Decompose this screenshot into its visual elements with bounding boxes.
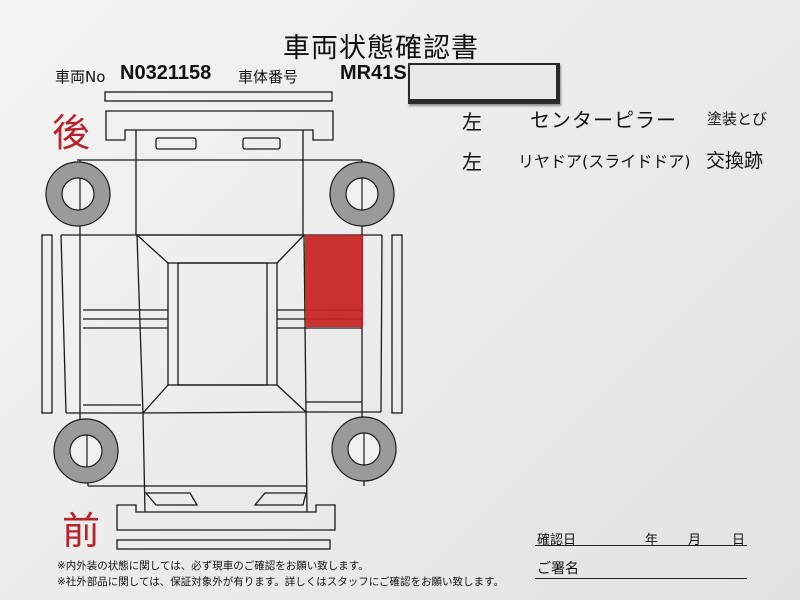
signature-label: ご署名 — [537, 561, 579, 577]
headlight-right — [253, 492, 307, 506]
vehicle-no-value: N0321158 — [120, 62, 212, 84]
chassis-label: 車体番号 — [238, 68, 299, 86]
year-label: 年 — [645, 533, 659, 548]
damage-part: リヤドア(スライドドア) — [518, 152, 691, 171]
rear-marker: 後 — [52, 111, 91, 155]
front-marker: 前 — [62, 509, 101, 553]
document-title: 車両状態確認書 — [283, 33, 479, 64]
footer-note: ※内外装の状態に関しては、必ず現車のご確認をお願い致します。 — [57, 560, 369, 572]
month-label: 月 — [688, 533, 702, 548]
tail-light-left — [155, 137, 197, 150]
side-molding-right — [391, 234, 403, 414]
redaction-tape — [408, 63, 560, 104]
signature-underline — [535, 578, 747, 579]
vehicle-no-label: 車両No — [55, 68, 106, 86]
rear-bumper-strip — [104, 91, 333, 102]
wheel-rear-left — [45, 161, 111, 227]
wheels — [45, 161, 397, 484]
headlight-left — [144, 492, 199, 506]
front-bumper-strip — [116, 539, 331, 550]
side-molding-left — [41, 234, 53, 414]
damage-part: センターピラー — [530, 108, 677, 132]
wheel-rear-right — [329, 161, 395, 227]
roof — [167, 262, 278, 386]
date-underline — [535, 545, 747, 546]
footer-note: ※社外部品に関しては、保証対象外が有ります。詳しくはスタッフにご確認をお願い致し… — [57, 576, 504, 588]
damage-condition: 交換跡 — [706, 150, 764, 172]
day-label: 日 — [732, 533, 746, 548]
tail-light-right — [242, 137, 281, 150]
wheel-front-left — [53, 418, 119, 484]
roof-outline — [136, 234, 307, 414]
damage-area-left-center-pillar — [305, 235, 363, 327]
damage-side: 左 — [462, 150, 482, 174]
wheel-front-right — [331, 416, 397, 482]
damage-side: 左 — [462, 110, 482, 134]
chassis-value: MR41S — [340, 62, 407, 84]
rear-bumper — [105, 110, 334, 141]
damage-condition: 塗装とび — [707, 110, 768, 128]
front-bumper — [116, 504, 336, 531]
date-label: 確認日 — [537, 533, 577, 548]
